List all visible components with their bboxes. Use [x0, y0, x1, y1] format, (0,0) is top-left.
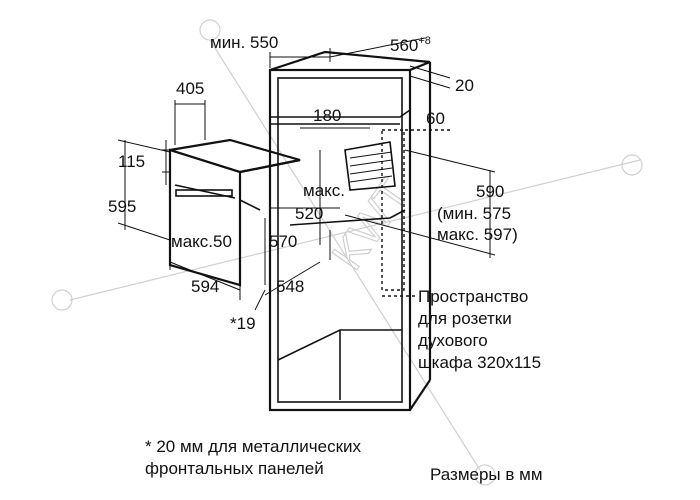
label-60: 60 — [426, 109, 445, 128]
label-maks: макс. — [303, 181, 345, 200]
label-590: 590 — [476, 182, 504, 201]
watermark: KWT — [51, 19, 643, 486]
label-594: 594 — [191, 277, 219, 296]
notes: Пространство для розетки духового шкафа … — [145, 287, 543, 484]
label-180: 180 — [313, 106, 341, 125]
footnote-line1: * 20 мм для металлических — [145, 437, 362, 456]
label-19: *19 — [230, 314, 256, 333]
label-min-550: мин. 550 — [210, 33, 278, 52]
dimension-lines — [117, 37, 496, 311]
oven — [168, 138, 396, 287]
label-570: 570 — [269, 232, 297, 251]
dimension-labels: мин. 550 560+8 20 405 180 60 115 595 мак… — [108, 33, 518, 333]
label-115: 115 — [118, 152, 145, 171]
label-min-575: (мин. 575 — [437, 204, 511, 223]
label-max-597: макс. 597) — [437, 225, 518, 244]
units-note: Размеры в мм — [430, 465, 543, 484]
label-20: 20 — [455, 76, 474, 95]
label-405: 405 — [176, 79, 204, 98]
socket-note-line1: Пространство — [418, 287, 528, 306]
label-548: 548 — [276, 277, 304, 296]
footnote-line2: фронтальных панелей — [145, 459, 324, 478]
socket-note-line3: духового — [418, 331, 488, 350]
label-520: 520 — [295, 204, 323, 223]
cabinet — [268, 50, 432, 412]
label-560-tolerance: +8 — [418, 35, 431, 47]
label-560: 560+8 — [390, 35, 431, 55]
socket-note-line4: шкафа 320x115 — [418, 353, 541, 372]
label-max-50: макс.50 — [171, 232, 232, 251]
socket-note-line2: для розетки — [418, 309, 512, 328]
label-560-value: 560 — [390, 36, 418, 55]
label-595: 595 — [108, 197, 136, 216]
